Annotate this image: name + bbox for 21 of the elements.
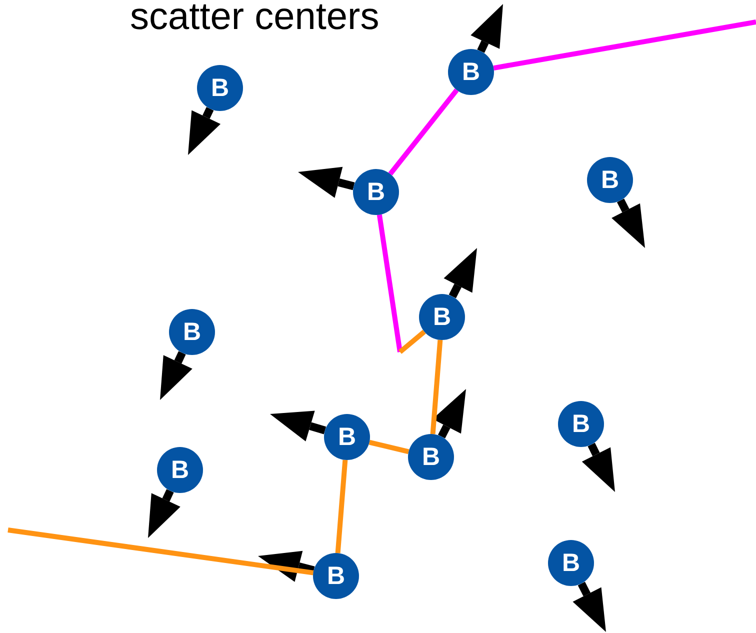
scatter-center: B xyxy=(197,65,243,111)
path-line xyxy=(388,88,459,176)
scatter-center: B xyxy=(558,401,604,447)
path-line xyxy=(8,528,314,576)
scatter-center: B xyxy=(548,540,594,586)
path-line xyxy=(368,440,410,454)
scatter-center: B xyxy=(313,553,359,599)
scatter-center: B xyxy=(324,414,370,460)
scatter-center: B xyxy=(419,294,465,340)
scatter-center: B xyxy=(587,157,633,203)
scatter-center: B xyxy=(448,49,494,95)
caption-label: scatter centers xyxy=(130,0,380,39)
path-line xyxy=(376,214,402,352)
path-line xyxy=(398,330,426,354)
scatter-center: B xyxy=(157,447,203,493)
scatter-center: B xyxy=(169,309,215,355)
path-line xyxy=(335,460,348,554)
scatter-center: B xyxy=(353,169,399,215)
path-line xyxy=(493,20,756,70)
path-line xyxy=(430,340,443,434)
scatter-center: B xyxy=(408,434,454,480)
